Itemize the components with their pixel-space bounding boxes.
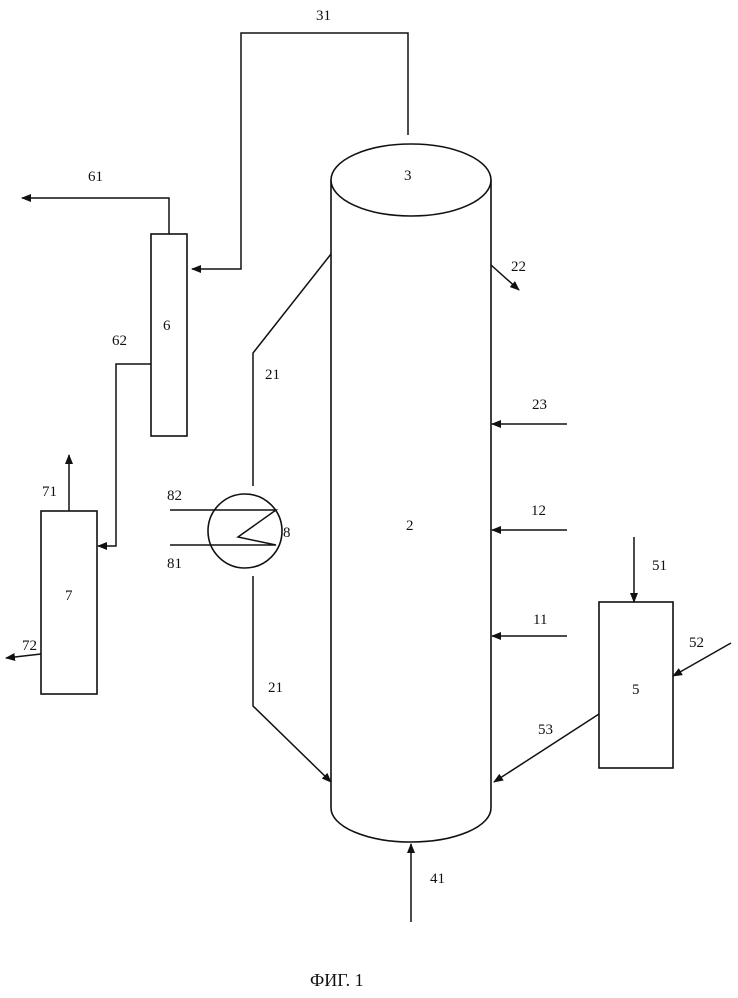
stream-61-line <box>21 194 170 234</box>
vessel-5-label: 5 <box>632 682 640 698</box>
column-top-3 <box>330 143 492 217</box>
column-2 <box>330 143 492 843</box>
stream-62-label: 62 <box>112 333 127 349</box>
stream-82-label: 82 <box>167 488 182 504</box>
column-label: 2 <box>406 518 414 534</box>
stream-61-label: 61 <box>88 169 103 185</box>
stream-53-label: 53 <box>538 722 553 738</box>
stream-21-upper-label: 21 <box>265 367 280 383</box>
stream-21-lower-label: 21 <box>268 680 283 696</box>
stream-22-line <box>490 264 520 291</box>
stream-12-label: 12 <box>531 503 546 519</box>
separator-6-label: 6 <box>163 318 171 334</box>
separator-6 <box>150 233 188 437</box>
vessel-5 <box>598 601 674 769</box>
vessel-7 <box>40 510 98 695</box>
heat-exchanger-8-label: 8 <box>283 525 291 541</box>
stream-72-label: 72 <box>22 638 37 654</box>
stream-53-line <box>493 713 600 783</box>
stream-22-label: 22 <box>511 259 526 275</box>
stream-71-label: 71 <box>42 484 57 500</box>
stream-31-label: 31 <box>316 8 331 24</box>
column-top-label: 3 <box>404 168 412 184</box>
stream-52-line <box>672 642 732 677</box>
vessel-7-label: 7 <box>65 588 73 604</box>
stream-31-line <box>191 32 409 273</box>
stream-62-line <box>97 363 151 550</box>
figure-caption: ФИГ. 1 <box>310 970 364 990</box>
stream-52-label: 52 <box>689 635 704 651</box>
stream-41-label: 41 <box>430 871 445 887</box>
stream-21-lower-line <box>252 576 332 783</box>
stream-72-line <box>5 653 42 661</box>
stream-23-label: 23 <box>532 397 547 413</box>
stream-11-label: 11 <box>533 612 547 628</box>
stream-51-label: 51 <box>652 558 667 574</box>
stream-81-label: 81 <box>167 556 182 572</box>
stream-21-upper-line <box>252 253 332 486</box>
heat-exchanger-8 <box>170 493 283 569</box>
